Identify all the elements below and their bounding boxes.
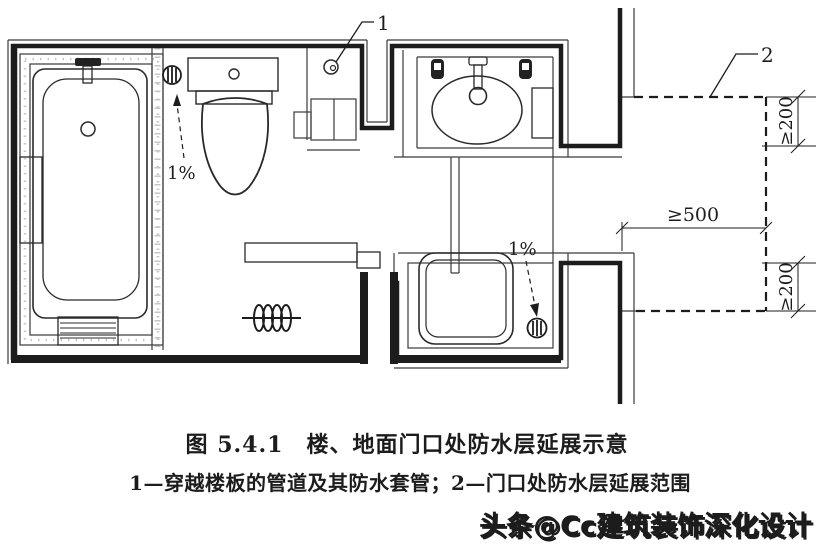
figure-caption: 图 5.4.1 楼、地面门口处防水层延展示意 [186,432,629,458]
watermark: 头条@Cc建筑装饰深化设计 [479,510,812,542]
shelf [244,242,381,269]
radiator [242,304,301,332]
dimension-jamb-top: ≥200 [776,96,797,145]
door-jamb-walls [360,272,398,364]
floor-drain-shower-room [526,317,548,339]
slope-arrowhead-bottom [530,303,539,317]
basin-tap-ring [468,86,488,106]
extension-dashed-line [634,95,768,313]
wall-hatch [23,48,161,348]
dimension-door-front: ≥500 [667,204,719,226]
watermark-shadow: 头条@Cc建筑装饰深化设计 [481,512,814,544]
callout-1-leader [335,21,374,63]
slope-arrows [176,103,536,307]
pipe-through-slab [323,59,339,75]
slope-arrowhead-top [173,94,181,106]
waterproof-layer-line [10,8,623,404]
bath-step-mat [57,316,119,346]
floor-drain-toilet-room [162,65,182,85]
callout-1-label: 1 [377,11,390,35]
dimension-jamb-bottom: ≥200 [776,262,797,311]
bathtub-drain [80,121,96,137]
shower-tray [418,252,514,345]
callout-2-label: 2 [761,43,774,67]
dimension-lines [615,89,816,319]
slope-label-shower-room: 1% [508,239,537,260]
washbasin [431,56,554,145]
side-cabinet [531,87,554,139]
bathtub [19,58,148,346]
figure-legend: 1—穿越楼板的管道及其防水套管；2—门口处防水层延展范围 [129,471,691,495]
bathtub-faucet [75,58,101,66]
toilet [187,57,279,196]
bathtub-grab-rail [19,156,43,244]
callout-leaders [335,21,758,98]
bathtub-faucet-stem [82,65,93,84]
slope-label-toilet-room: 1% [167,163,196,184]
basin-tap-stem [473,64,483,90]
basin-tap-handle [468,56,488,66]
callout-2-leader [709,53,758,98]
